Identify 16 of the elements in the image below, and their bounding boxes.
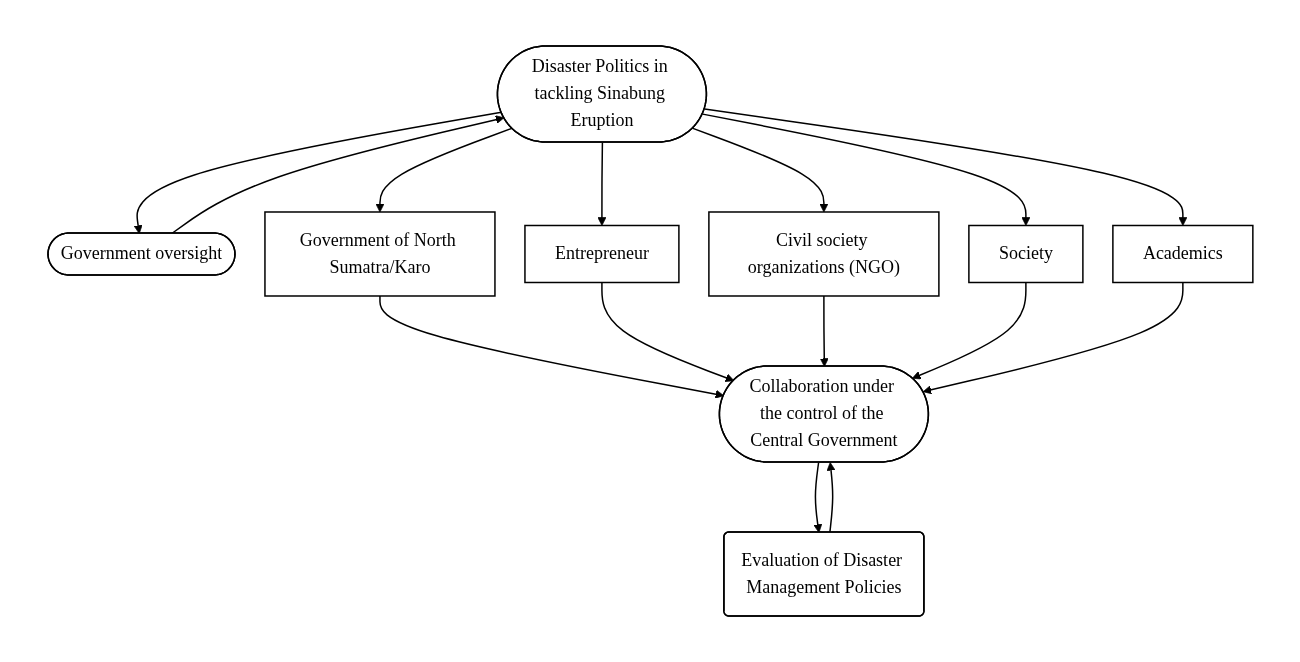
arrow	[375, 127, 513, 213]
arrow	[911, 281, 1027, 380]
node-box: Society	[967, 224, 1084, 284]
node-box: Academics	[1111, 224, 1254, 284]
node-box: Government of North Sumatra/Karo	[263, 211, 496, 297]
arrow	[819, 295, 829, 367]
arrow	[701, 113, 1030, 226]
arrow	[378, 295, 724, 399]
node-box: Civil society organizations (NGO)	[707, 211, 940, 297]
arrow	[922, 281, 1184, 395]
arrow	[813, 461, 822, 533]
node-box: Entrepreneur	[523, 224, 680, 284]
arrow	[597, 141, 606, 226]
arrow	[691, 127, 828, 213]
arrow	[703, 108, 1187, 226]
arrow	[600, 281, 734, 382]
